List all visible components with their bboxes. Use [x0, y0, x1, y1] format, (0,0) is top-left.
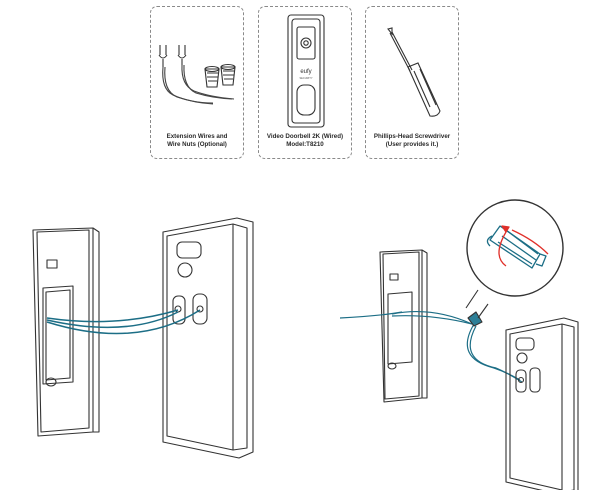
doorbell-back: [162, 217, 254, 459]
wire-nut-callout: [465, 199, 564, 319]
caption-line: Phillips-Head Screwdriver: [373, 133, 451, 140]
logo-subtext: SECURITY: [299, 76, 312, 80]
screwdriver-icon: [387, 27, 441, 117]
caption-line: Wire Nuts (Optional): [167, 140, 227, 148]
item-caption: Extension Wires and Wire Nuts (Optional): [151, 133, 243, 149]
logo-text: eufy: [300, 69, 311, 75]
item-box-video-doorbell: eufy SECURITY Video Doorbell 2K (Wired) …: [258, 6, 352, 159]
wiring-diagram-direct: [32, 217, 254, 459]
item-box-screwdriver: Phillips-Head Screwdriver (User provides…: [365, 6, 459, 159]
wiring-diagram-extension: [339, 199, 579, 490]
caption-line: Model:T8210: [286, 140, 324, 148]
item-caption: Video Doorbell 2K (Wired) Model:T8210: [259, 133, 351, 149]
doorbell-illustration: eufy SECURITY: [287, 14, 325, 128]
extension-wires-illustration: [158, 45, 236, 105]
wall-plate: [379, 249, 428, 403]
extension-wires: [339, 310, 523, 383]
item-caption: Phillips-Head Screwdriver (User provides…: [366, 133, 458, 149]
caption-line: Extension Wires and: [166, 133, 228, 140]
wire-pair: [46, 309, 201, 335]
doorbell-back: [505, 317, 579, 490]
caption-line: Video Doorbell 2K (Wired): [266, 133, 344, 140]
wire-nut: [467, 311, 483, 327]
item-box-extension-wires: Extension Wires and Wire Nuts (Optional): [150, 6, 244, 159]
caption-line: (User provides it.): [385, 140, 439, 148]
